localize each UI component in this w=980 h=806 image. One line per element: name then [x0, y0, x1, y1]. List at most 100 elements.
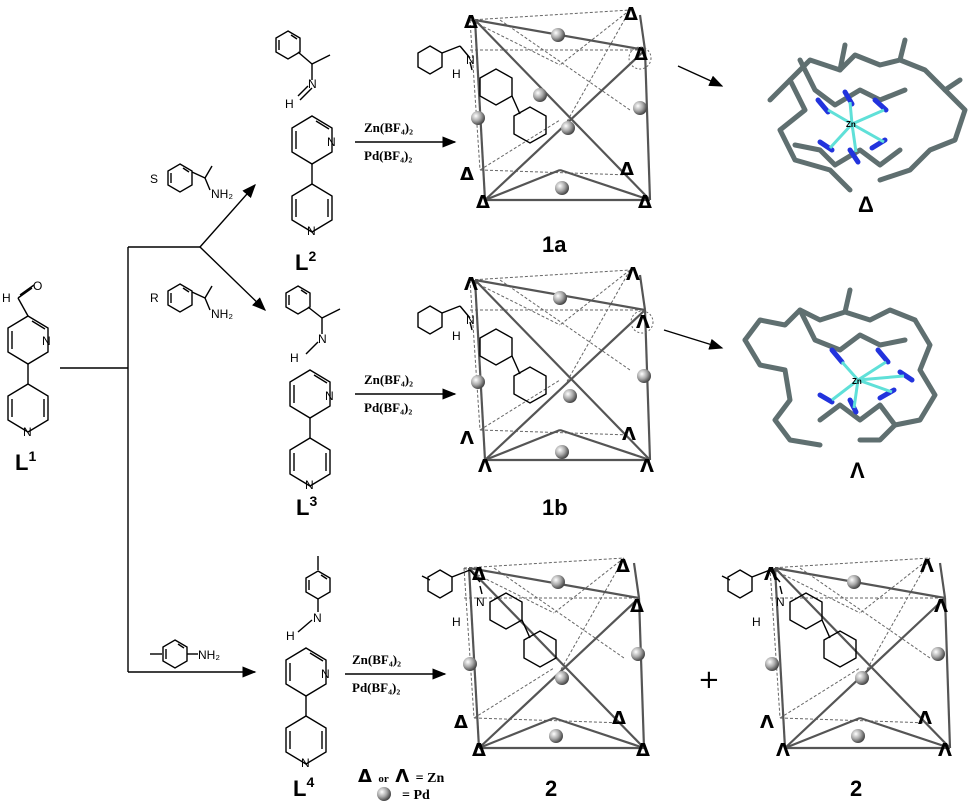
reagent-zn-2: Zn(BF₄)₂ — [364, 372, 413, 387]
cage-2l-zn-5: Δ — [612, 708, 626, 729]
L2-atom-H: H — [285, 97, 294, 111]
cage-2r-atom-N: N — [776, 595, 785, 609]
cage-2l-pd-sphere — [463, 657, 477, 671]
cage-1a-zn-1: Δ — [464, 12, 478, 33]
ligand-L2: N H N N L2 — [275, 30, 336, 275]
reaction-arrow-2: Zn(BF₄)₂ Pd(BF₄)₂ — [355, 372, 457, 415]
reagent-pd-3: Pd(BF₄)₂ — [352, 680, 400, 695]
reagent-zn-3: Zn(BF₄)₂ — [352, 652, 401, 667]
s-amine-label: S — [150, 172, 158, 186]
reaction-arrow-3: Zn(BF₄)₂ Pd(BF₄)₂ — [345, 652, 447, 695]
cage-1a-atom-N: N — [466, 53, 475, 67]
cage-2l-zn-1: Δ — [472, 564, 486, 585]
s-amine: S NH₂ — [150, 163, 233, 201]
cage-2r-zn-1: Λ — [764, 564, 778, 585]
cage-2l-zn-6: Δ — [472, 740, 486, 761]
product-2-right-label: 2 — [850, 776, 862, 801]
cage-1a-zn-2: Δ — [624, 4, 638, 25]
cage-2l-zn-2: Δ — [616, 556, 630, 577]
cage-1a-pd-sphere — [471, 111, 485, 125]
plus-sign: + — [698, 665, 720, 695]
cage-1a-pd-sphere — [561, 121, 575, 135]
reagent-zn-1: Zn(BF₄)₂ — [364, 120, 413, 135]
reagent-pd-2: Pd(BF₄)₂ — [364, 400, 412, 415]
cage-1b-atom-H: H — [452, 329, 461, 343]
cage-1a-zn-4: Δ — [460, 164, 474, 185]
cage-1a: N H Δ Δ Δ Δ Δ Δ Δ 1a — [417, 4, 724, 257]
L4-atom-N-imine: N — [313, 611, 322, 625]
cage-2r-pd-sphere — [851, 729, 865, 743]
cage-2l-pd-sphere — [631, 647, 645, 661]
ligand-L1: H O N N L1 — [2, 279, 51, 475]
L3-atom-N-ring: N — [325, 389, 334, 403]
cage-2r-pd-sphere — [855, 671, 869, 685]
r-amine-label: R — [150, 291, 159, 305]
cage-1b-highlight — [630, 310, 654, 334]
cage-1a-pd-sphere — [555, 181, 569, 195]
cage-2r-zn-4: Λ — [760, 712, 774, 733]
cage-1a-pd-sphere — [551, 28, 565, 42]
L4-atom-N-pyridyl: N — [301, 756, 310, 770]
r-amine-group: NH₂ — [211, 307, 233, 321]
cage-2l-pd-sphere — [551, 575, 565, 589]
cage-1b-pd-sphere — [553, 291, 567, 305]
cage-2l-pd-sphere — [549, 729, 563, 743]
cage-1b: N H Λ Λ Λ Λ Λ Λ Λ 1b — [417, 264, 724, 520]
L1-atom-N-ring: N — [42, 334, 51, 348]
L2-atom-N-imine: N — [308, 77, 317, 91]
cage-1a-zn-7: Δ — [638, 192, 652, 213]
L1-atom-O: O — [33, 279, 42, 293]
product-1b-label: 1b — [542, 495, 568, 520]
product-2-left-label: 2 — [545, 776, 557, 801]
cage-1a-zn-5: Δ — [620, 159, 634, 180]
L2-atom-N-pyridyl: N — [307, 224, 316, 238]
lambda-zn-label: Zn — [852, 377, 862, 386]
reaction-arrow-1: Zn(BF₄)₂ Pd(BF₄)₂ — [355, 120, 457, 163]
cage-2r-atom-H: H — [752, 615, 761, 629]
L2-label: L2 — [295, 248, 316, 275]
cage-1b-pd-sphere — [555, 445, 569, 459]
reagent-pd-1: Pd(BF₄)₂ — [364, 148, 412, 163]
cage-1a-atom-H: H — [452, 67, 461, 81]
cage-2r-pd-sphere — [931, 647, 945, 661]
cage-1a-pd-sphere — [533, 88, 547, 102]
cage-2r-zn-2: Λ — [920, 556, 934, 577]
legend: Δ or Λ = Zn = Pd — [358, 766, 444, 803]
cage-2l-zn-3: Δ — [630, 596, 644, 617]
tolyl-amine: NH₂ — [150, 639, 220, 669]
cage-2l-zn-7: Δ — [636, 740, 650, 761]
cage-2-right: N H Λ Λ Λ Λ Λ Λ Λ 2 — [721, 556, 952, 801]
cage-1b-zn-3: Λ — [636, 312, 650, 333]
cage-1a-zn-6: Δ — [476, 192, 490, 213]
L4-atom-N-ring: N — [321, 667, 330, 681]
L3-atom-N-pyridyl: N — [305, 478, 314, 492]
cage-1b-zn-4: Λ — [460, 428, 474, 449]
L3-label: L3 — [296, 493, 317, 520]
L1-atom-H: H — [2, 291, 11, 305]
s-amine-group: NH₂ — [211, 187, 233, 201]
product-1a-label: 1a — [542, 232, 567, 257]
crystal-structure-delta: Zn Δ — [767, 37, 968, 217]
cage-2-left: N H Δ Δ Δ Δ Δ Δ Δ 2 — [421, 556, 650, 801]
L3-atom-H: H — [290, 351, 299, 365]
tolyl-amine-group: NH₂ — [198, 648, 220, 662]
lambda-zn-bonds — [831, 360, 905, 409]
cage-1a-zn-3: Δ — [634, 44, 648, 65]
cage-1b-zn-6: Λ — [478, 456, 492, 477]
cage-2r-zn-3: Λ — [934, 596, 948, 617]
cage-2r-zn-5: Λ — [918, 708, 932, 729]
cage-1b-zn-1: Λ — [464, 274, 478, 295]
cage-1b-zn-5: Λ — [622, 424, 636, 445]
cage-2l-pd-sphere — [555, 671, 569, 685]
cage-2r-zn-6: Λ — [776, 740, 790, 761]
cage-1a-pd-sphere — [633, 101, 647, 115]
ligand-L3: N H N N L3 — [285, 285, 341, 520]
r-amine: R NH₂ — [150, 283, 233, 321]
cage-2l-zn-4: Δ — [454, 712, 468, 733]
delta-zn-bonds — [827, 101, 885, 153]
cage-1b-zn-2: Λ — [626, 264, 640, 285]
cage-1b-atom-N: N — [466, 313, 475, 327]
legend-pd-sphere — [377, 787, 391, 801]
delta-crystal-label: Δ — [858, 192, 874, 217]
